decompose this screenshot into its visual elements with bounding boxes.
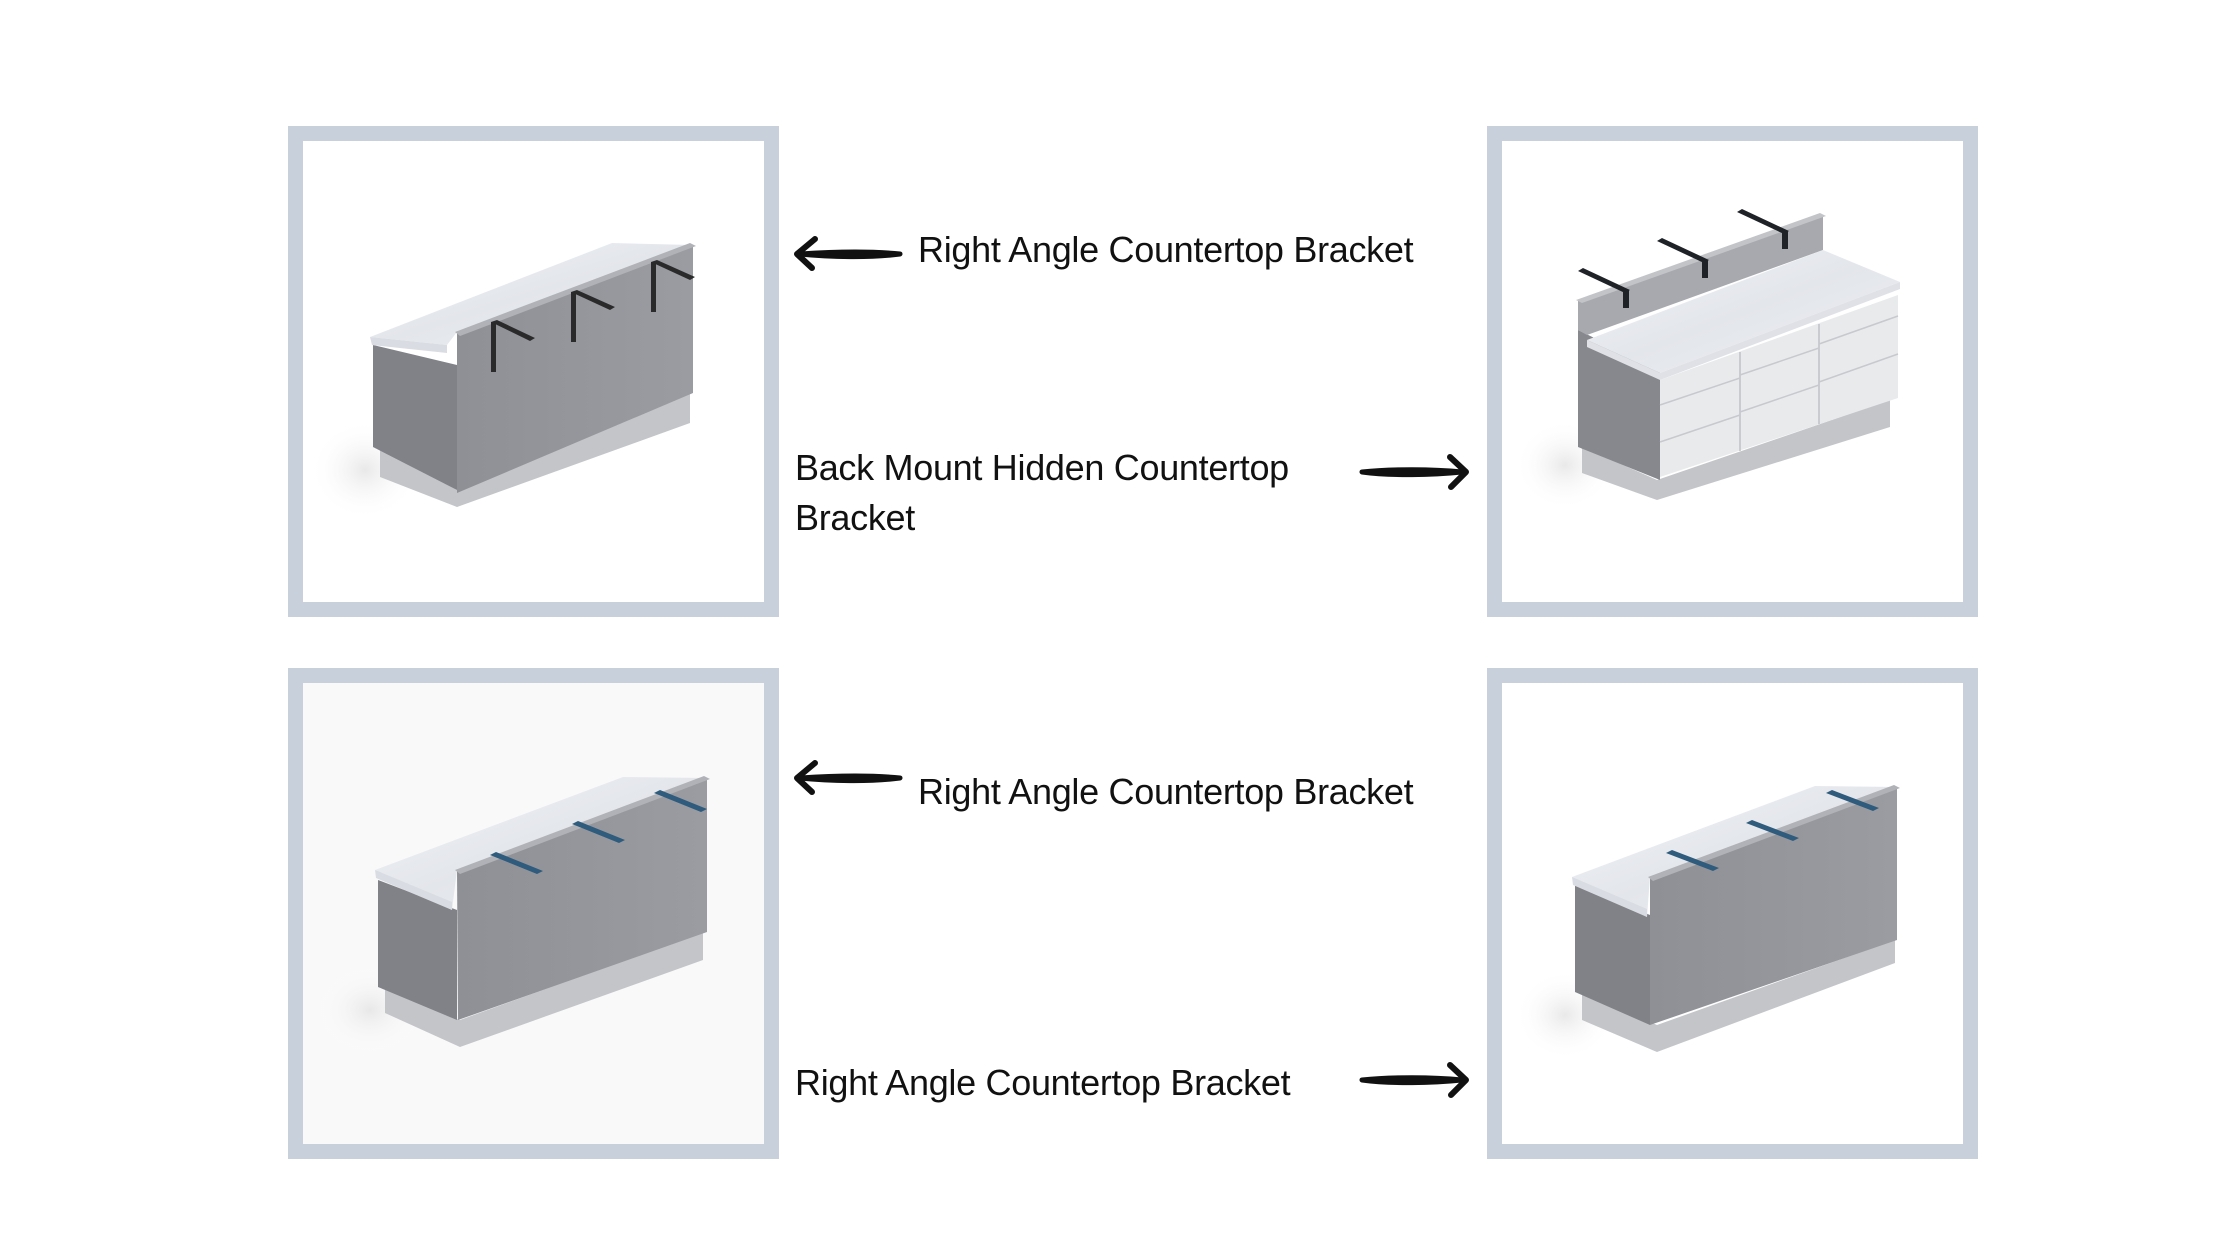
arrow-right-icon <box>1359 1062 1469 1098</box>
arrow-left-icon <box>794 236 903 271</box>
arrow-right-icon <box>1359 454 1469 490</box>
label-back-mount-hidden-bracket: Back Mount Hidden Countertop Bracket <box>795 447 1289 538</box>
label-right-angle-bracket-bottom-left: Right Angle Countertop Bracket <box>918 771 1414 812</box>
label-right-angle-bracket-bottom-right: Right Angle Countertop Bracket <box>795 1062 1291 1103</box>
image-frame-top-right <box>1487 126 1978 617</box>
image-frame-top-left <box>288 126 779 617</box>
image-frame-bottom-left <box>288 668 779 1159</box>
label-right-angle-bracket-top: Right Angle Countertop Bracket <box>918 229 1414 270</box>
image-frame-bottom-right <box>1487 668 1978 1159</box>
arrow-left-icon <box>794 760 903 795</box>
